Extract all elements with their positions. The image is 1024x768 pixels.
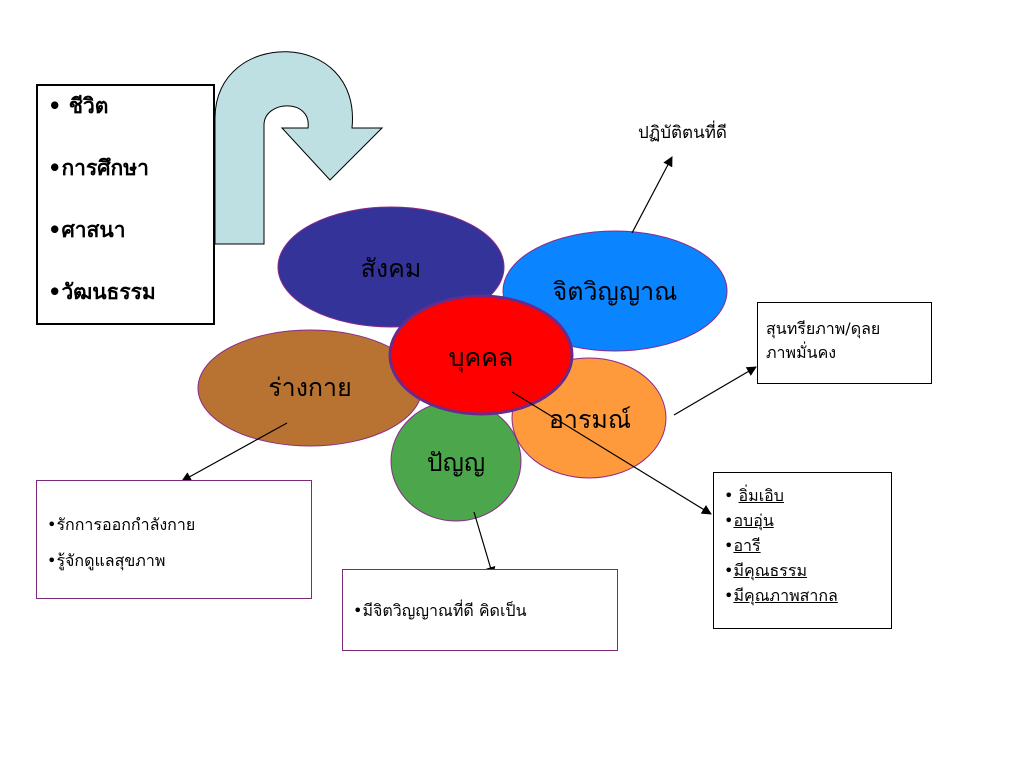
list-item: •มีคุณธรรม xyxy=(724,560,891,582)
list-item-label: อารี xyxy=(733,536,761,555)
list-item-label: มีคุณภาพสากล xyxy=(733,586,838,605)
bullet: • xyxy=(48,279,62,304)
petal-spirit xyxy=(502,230,728,352)
bullet: • xyxy=(724,586,734,605)
list-item: •อบอุ่น xyxy=(724,510,891,532)
bullet: • xyxy=(724,486,734,505)
list-item: • อิ่มเอิบ xyxy=(724,485,891,507)
list-item-label: ศาสนา xyxy=(61,217,126,242)
list-item: •รู้จักดูแลสุขภาพ xyxy=(47,550,311,572)
list-item-label: รักการออกกำลังกาย xyxy=(56,515,196,534)
list-item: •วัฒนธรรม xyxy=(48,280,213,304)
list-item-label: ชีวิต xyxy=(68,93,109,118)
list-item: • ชีวิต xyxy=(48,94,213,118)
list-item-label: รู้จักดูแลสุขภาพ xyxy=(56,551,166,570)
label-body: ร่างกาย xyxy=(268,373,352,402)
list-item-label: อิ่มเอิบ xyxy=(738,486,784,505)
list-item: •ศาสนา xyxy=(48,218,213,242)
label-spirit: จิตวิญญาณ xyxy=(553,277,678,306)
label-emotion: อารมณ์ xyxy=(549,405,631,434)
u-turn-arrow xyxy=(214,51,384,245)
list-item: •มีคุณภาพสากล xyxy=(724,585,891,607)
arrow-to-wisdom-box xyxy=(473,511,496,577)
bullet: • xyxy=(724,511,734,530)
label-center: บุคคล xyxy=(449,343,514,373)
list-item-label: การศึกษา xyxy=(61,155,149,180)
bullet: • xyxy=(48,93,62,118)
aesthetics-line: ภาพมั่นคง xyxy=(766,343,837,362)
list-item-label: มีจิตวิญญาณที่ดี คิดเป็น xyxy=(362,601,527,620)
list-item-label: มีคุณธรรม xyxy=(733,561,808,580)
aesthetics-box: สุนทรียภาพ/ดุลย ภาพมั่นคง xyxy=(757,302,932,384)
arrow-to-body-box xyxy=(181,422,288,482)
bullet: • xyxy=(724,536,734,555)
emotion-traits-box: • อิ่มเอิบ •อบอุ่น •อารี •มีคุณธรรม •มีค… xyxy=(713,472,892,629)
list-item: •มีจิตวิญญาณที่ดี คิดเป็น xyxy=(353,600,617,622)
bullet: • xyxy=(47,551,57,570)
list-item: •การศึกษา xyxy=(48,156,213,180)
body-care-box: •รักการออกกำลังกาย •รู้จักดูแลสุขภาพ xyxy=(36,480,312,599)
petal-society xyxy=(277,206,505,328)
list-item-label: วัฒนธรรม xyxy=(61,279,156,304)
arrow-to-emotion-box xyxy=(511,391,712,515)
bullet: • xyxy=(353,601,363,620)
label-practice: ปฏิบัติตนที่ดี xyxy=(638,120,727,143)
list-item: •อารี xyxy=(724,535,891,557)
center-person xyxy=(388,294,574,416)
label-society: สังคม xyxy=(361,254,422,283)
life-factors-box: • ชีวิต •การศึกษา •ศาสนา •วัฒนธรรม xyxy=(36,84,215,325)
wisdom-box: •มีจิตวิญญาณที่ดี คิดเป็น xyxy=(342,569,618,651)
bullet: • xyxy=(47,515,57,534)
aesthetics-line: สุนทรียภาพ/ดุลย xyxy=(766,319,881,338)
arrow-to-aesthetics xyxy=(673,366,757,416)
arrow-to-practice xyxy=(631,156,673,234)
bullet: • xyxy=(48,155,62,180)
label-wisdom: ปัญญ xyxy=(427,448,485,477)
list-item: •รักการออกกำลังกาย xyxy=(47,514,311,536)
bullet: • xyxy=(724,561,734,580)
bullet: • xyxy=(48,217,62,242)
list-item-label: อบอุ่น xyxy=(733,511,774,530)
